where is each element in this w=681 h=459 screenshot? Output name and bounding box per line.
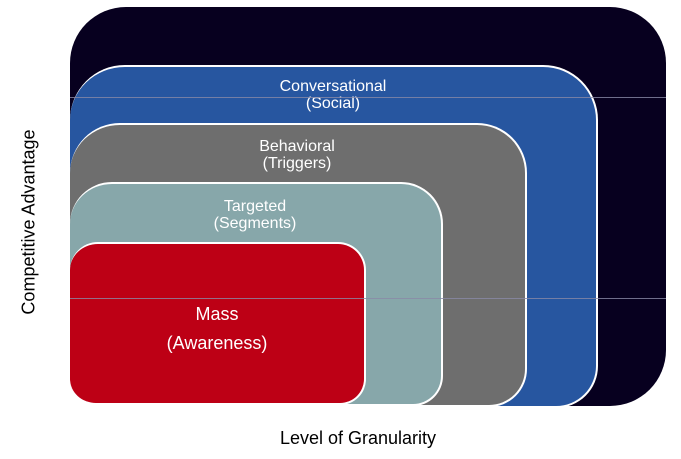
- gridline-lower: [70, 298, 666, 299]
- mass-subtitle: (Awareness): [166, 333, 268, 353]
- conversational-subtitle: (Social): [305, 95, 361, 112]
- targeted-subtitle: (Segments): [213, 215, 297, 232]
- gridline-upper: [70, 97, 666, 98]
- y-axis-label: Competitive Advantage: [18, 129, 39, 315]
- conversational-title: Conversational: [279, 78, 387, 95]
- mass-layer-box: [70, 242, 366, 405]
- conversational-label: Conversational (Social): [233, 78, 433, 112]
- mass-label: Mass (Awareness): [117, 300, 317, 358]
- targeted-label: Targeted (Segments): [155, 198, 355, 232]
- mass-title: Mass: [195, 304, 239, 324]
- behavioral-subtitle: (Triggers): [262, 155, 332, 172]
- x-axis-label: Level of Granularity: [279, 428, 437, 448]
- targeted-title: Targeted: [223, 198, 287, 215]
- behavioral-label: Behavioral (Triggers): [197, 138, 397, 172]
- behavioral-title: Behavioral: [259, 138, 335, 155]
